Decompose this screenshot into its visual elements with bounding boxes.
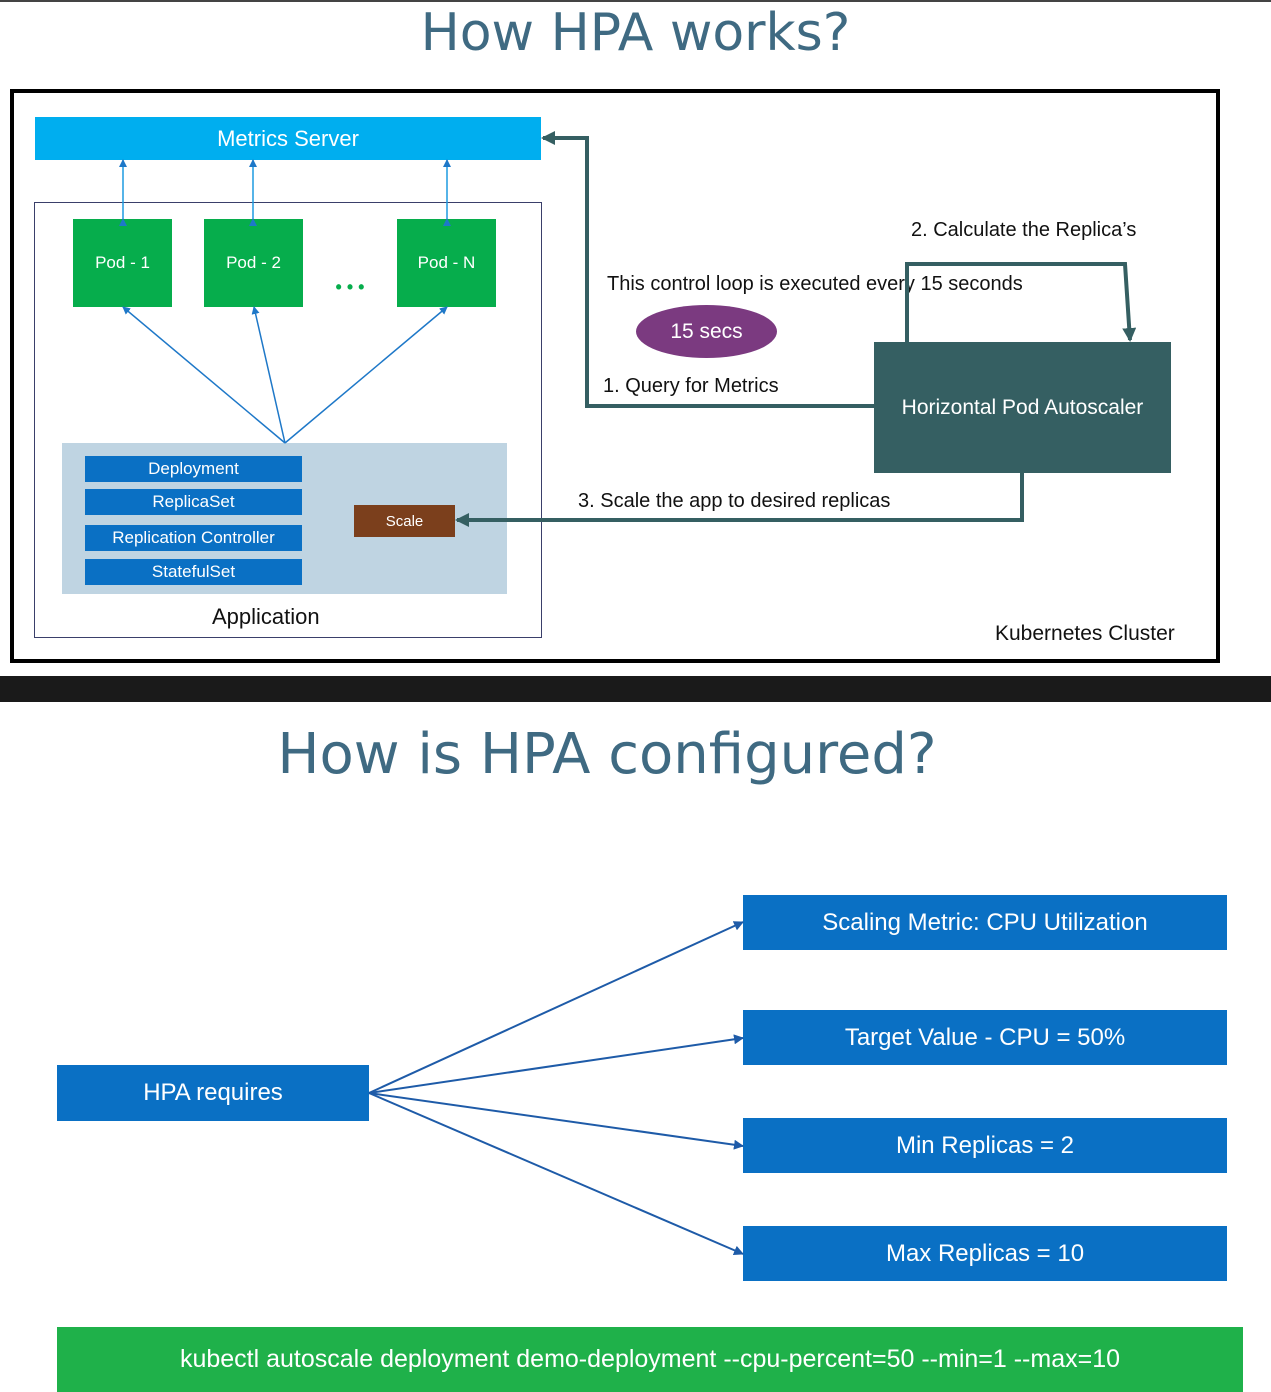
application-label: Application xyxy=(212,604,320,629)
workload-statefulset: StatefulSet xyxy=(85,559,302,585)
scale-arrow xyxy=(455,473,1024,527)
arrow-to-target-value xyxy=(368,1034,744,1094)
arrow-to-max-replicas xyxy=(368,1092,744,1256)
control-loop-note: This control loop is executed every 15 s… xyxy=(607,273,1023,295)
workload-replication-controller: Replication Controller xyxy=(85,525,302,551)
slide2-title: How is HPA configured? xyxy=(277,722,937,787)
workload-pod2-arrow xyxy=(251,306,286,444)
pods-ellipsis: • • • xyxy=(335,276,365,297)
pod-n: Pod - N xyxy=(397,219,496,307)
requirement-max-replicas: Max Replicas = 10 xyxy=(743,1226,1227,1281)
step2-label: 2. Calculate the Replica’s xyxy=(911,219,1137,241)
top-divider xyxy=(0,0,1271,2)
kubernetes-cluster-label: Kubernetes Cluster xyxy=(995,622,1175,645)
workload-pod1-arrow xyxy=(122,306,286,444)
application-frame xyxy=(34,202,542,638)
arrow-to-min-replicas xyxy=(368,1092,744,1150)
arrow-to-scaling-metric xyxy=(368,921,744,1094)
pod-2: Pod - 2 xyxy=(204,219,303,307)
hpa-box: Horizontal Pod Autoscaler xyxy=(874,342,1171,473)
workload-replicaset: ReplicaSet xyxy=(85,489,302,515)
kubectl-command-bar: kubectl autoscale deployment demo-deploy… xyxy=(57,1327,1243,1392)
slide1-title: How HPA works? xyxy=(420,3,851,63)
interval-badge: 15 secs xyxy=(636,305,777,358)
workload-deployment: Deployment xyxy=(85,456,302,482)
step1-label: 1. Query for Metrics xyxy=(603,375,779,397)
scale-box: Scale xyxy=(354,505,455,537)
requirement-scaling-metric: Scaling Metric: CPU Utilization xyxy=(743,895,1227,950)
requirement-min-replicas: Min Replicas = 2 xyxy=(743,1118,1227,1173)
hpa-requires-box: HPA requires xyxy=(57,1065,369,1121)
pod-1: Pod - 1 xyxy=(73,219,172,307)
metrics-server: Metrics Server xyxy=(35,117,541,160)
step3-label: 3. Scale the app to desired replicas xyxy=(578,490,891,512)
calculate-loop-arrow xyxy=(905,262,1137,342)
requirement-target-value: Target Value - CPU = 50% xyxy=(743,1010,1227,1065)
workload-podn-arrow xyxy=(284,306,448,444)
query-metrics-arrow xyxy=(541,131,874,408)
slide-separator xyxy=(0,676,1271,702)
